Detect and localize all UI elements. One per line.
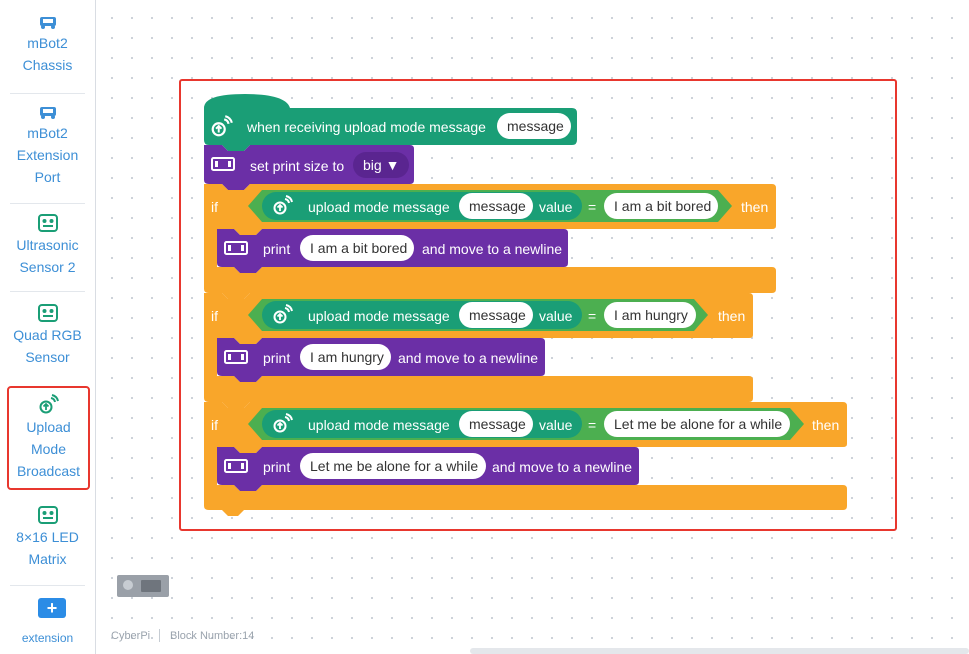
print-text-input[interactable]: I am a bit bored xyxy=(300,235,414,261)
category-ultrasonic-sensor-2[interactable]: Ultrasonic Sensor 2 xyxy=(0,214,95,278)
category-label: Extension xyxy=(16,147,79,163)
category-sidebar: mBot2 Chassis mBot2 Extension Port Ultra… xyxy=(0,0,96,654)
category-label: Matrix xyxy=(28,551,67,567)
equals-operator: = xyxy=(588,308,597,324)
cyberpi-screen-icon xyxy=(224,459,248,473)
device-thumbnail[interactable] xyxy=(117,575,169,597)
upload-mode-message-label[interactable]: upload mode message xyxy=(308,199,450,215)
category-label: Upload xyxy=(26,419,71,435)
broadcast-icon xyxy=(273,304,293,324)
print-text-input[interactable]: Let me be alone for a while xyxy=(300,453,486,479)
then-keyword: then xyxy=(718,308,746,324)
category-label: Ultrasonic xyxy=(16,237,79,253)
message-name-input[interactable]: message xyxy=(497,113,571,139)
broadcast-icon xyxy=(39,394,59,414)
equals-operator: = xyxy=(588,417,597,433)
category-mbot2-extension-port[interactable]: mBot2 Extension Port xyxy=(0,104,95,188)
category-label: Chassis xyxy=(22,57,73,73)
hat-block-shape xyxy=(204,94,577,151)
category-mbot2-chassis[interactable]: mBot2 Chassis xyxy=(0,14,95,76)
if-keyword: if xyxy=(211,199,218,215)
category-label: mBot2 xyxy=(27,125,68,141)
device-name: CyberPi xyxy=(111,630,151,642)
cyberpi-screen-icon xyxy=(224,350,248,364)
then-keyword: then xyxy=(812,417,840,433)
sensor-module-icon xyxy=(37,506,58,524)
highlight-box xyxy=(179,79,897,531)
value-label: value xyxy=(539,199,573,215)
category-label: Quad RGB xyxy=(13,327,82,343)
print-size-dropdown[interactable]: big ▼ xyxy=(353,152,409,178)
print-text-input[interactable]: I am hungry xyxy=(300,344,391,370)
equals-operator: = xyxy=(588,199,597,215)
category-label: 8×16 LED xyxy=(16,529,79,545)
value-label: value xyxy=(539,417,573,433)
device-screen-icon xyxy=(141,580,161,592)
extension-label: extension xyxy=(21,631,74,645)
category-label: Sensor xyxy=(25,349,70,365)
device-button-icon xyxy=(123,580,133,590)
category-label: Broadcast xyxy=(16,463,81,479)
category-label: mBot2 xyxy=(27,35,68,51)
sensor-module-icon xyxy=(37,214,58,232)
upload-mode-message-label[interactable]: upload mode message xyxy=(308,308,450,324)
set-print-size-label[interactable]: set print size to xyxy=(250,158,345,174)
sensor-module-icon xyxy=(37,304,58,322)
category-upload-mode-broadcast[interactable]: Upload Mode Broadcast xyxy=(7,386,90,490)
category-label: Mode xyxy=(30,441,67,457)
upload-mode-message-label[interactable]: upload mode message xyxy=(308,417,450,433)
cyberpi-screen-icon xyxy=(224,241,248,255)
broadcast-icon xyxy=(211,115,233,137)
value-label: value xyxy=(539,308,573,324)
cyberpi-screen-icon xyxy=(211,157,235,171)
horizontal-scrollbar[interactable] xyxy=(470,648,969,654)
compare-value-input[interactable]: Let me be alone for a while xyxy=(604,411,790,437)
category-8x16-led-matrix[interactable]: 8×16 LED Matrix xyxy=(0,506,95,570)
then-keyword: then xyxy=(741,199,769,215)
message-name-input[interactable]: message xyxy=(459,302,533,328)
robot-car-icon xyxy=(39,107,56,119)
print-keyword[interactable]: print xyxy=(263,241,291,257)
robot-car-icon xyxy=(39,17,56,29)
newline-label: and move to a newline xyxy=(398,350,539,366)
category-label: Sensor 2 xyxy=(19,259,76,275)
footer-divider xyxy=(159,629,160,642)
broadcast-icon xyxy=(273,195,293,215)
category-quad-rgb-sensor[interactable]: Quad RGB Sensor xyxy=(0,304,95,368)
broadcast-icon xyxy=(273,413,293,433)
compare-value-input[interactable]: I am hungry xyxy=(604,302,696,328)
category-label: Port xyxy=(34,169,61,185)
block-number: Block Number:14 xyxy=(170,630,255,642)
newline-label: and move to a newline xyxy=(422,241,563,257)
if-keyword: if xyxy=(211,308,218,324)
message-name-input[interactable]: message xyxy=(459,411,533,437)
print-keyword[interactable]: print xyxy=(263,459,291,475)
if-keyword: if xyxy=(211,417,218,433)
message-name-input[interactable]: message xyxy=(459,193,533,219)
hat-block-label[interactable]: when receiving upload mode message xyxy=(247,119,486,135)
add-extension-button[interactable]: + xyxy=(38,598,66,618)
print-keyword[interactable]: print xyxy=(263,350,291,366)
compare-value-input[interactable]: I am a bit bored xyxy=(604,193,718,219)
newline-label: and move to a newline xyxy=(492,459,633,475)
